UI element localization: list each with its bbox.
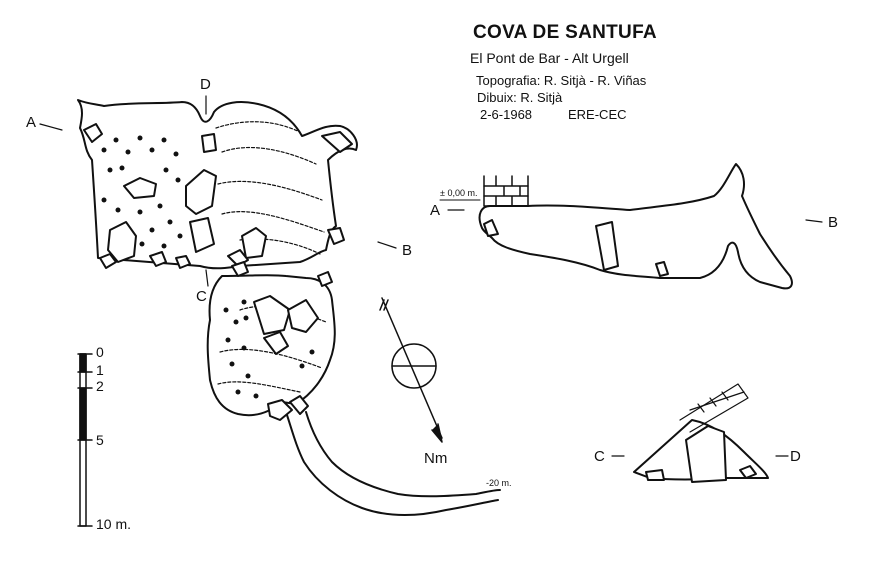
section-label-c-plan: C xyxy=(196,288,207,305)
section-label-b-profile: B xyxy=(828,214,839,231)
section-label-a-plan: A xyxy=(26,114,37,131)
plan-upper-chamber-outline xyxy=(77,99,358,270)
cave-title: COVA DE SANTUFA xyxy=(473,22,657,43)
scale-label-5: 5 xyxy=(96,432,104,448)
scale-label-2: 2 xyxy=(96,378,104,394)
depth-label: -20 m. xyxy=(486,478,512,488)
scale-label-10: 10 m. xyxy=(96,516,132,532)
north-arrow xyxy=(379,297,443,443)
section-label-b-plan: B xyxy=(402,242,413,259)
scale-bar xyxy=(77,353,93,527)
section-label-d-cross: D xyxy=(790,448,801,465)
scale-label-1: 1 xyxy=(96,362,104,378)
survey-group: ERE-CEC xyxy=(568,107,627,122)
cave-location: El Pont de Bar - Alt Urgell xyxy=(470,50,629,66)
north-label: Nm xyxy=(424,450,448,467)
credit-topografia: Topografia: R. Sitjà - R. Viñas xyxy=(476,73,647,88)
survey-date: 2-6-1968 xyxy=(480,107,533,122)
section-label-c-cross: C xyxy=(594,448,605,465)
section-label-a-profile: A xyxy=(430,202,441,219)
scale-label-0: 0 xyxy=(96,344,104,360)
credit-dibuix: Dibuix: R. Sitjà xyxy=(477,90,563,105)
profile-outline xyxy=(478,163,793,290)
datum-label: ± 0,00 m. xyxy=(440,188,478,198)
plan-passage-outline xyxy=(285,411,501,516)
section-label-d-plan: D xyxy=(200,76,211,93)
